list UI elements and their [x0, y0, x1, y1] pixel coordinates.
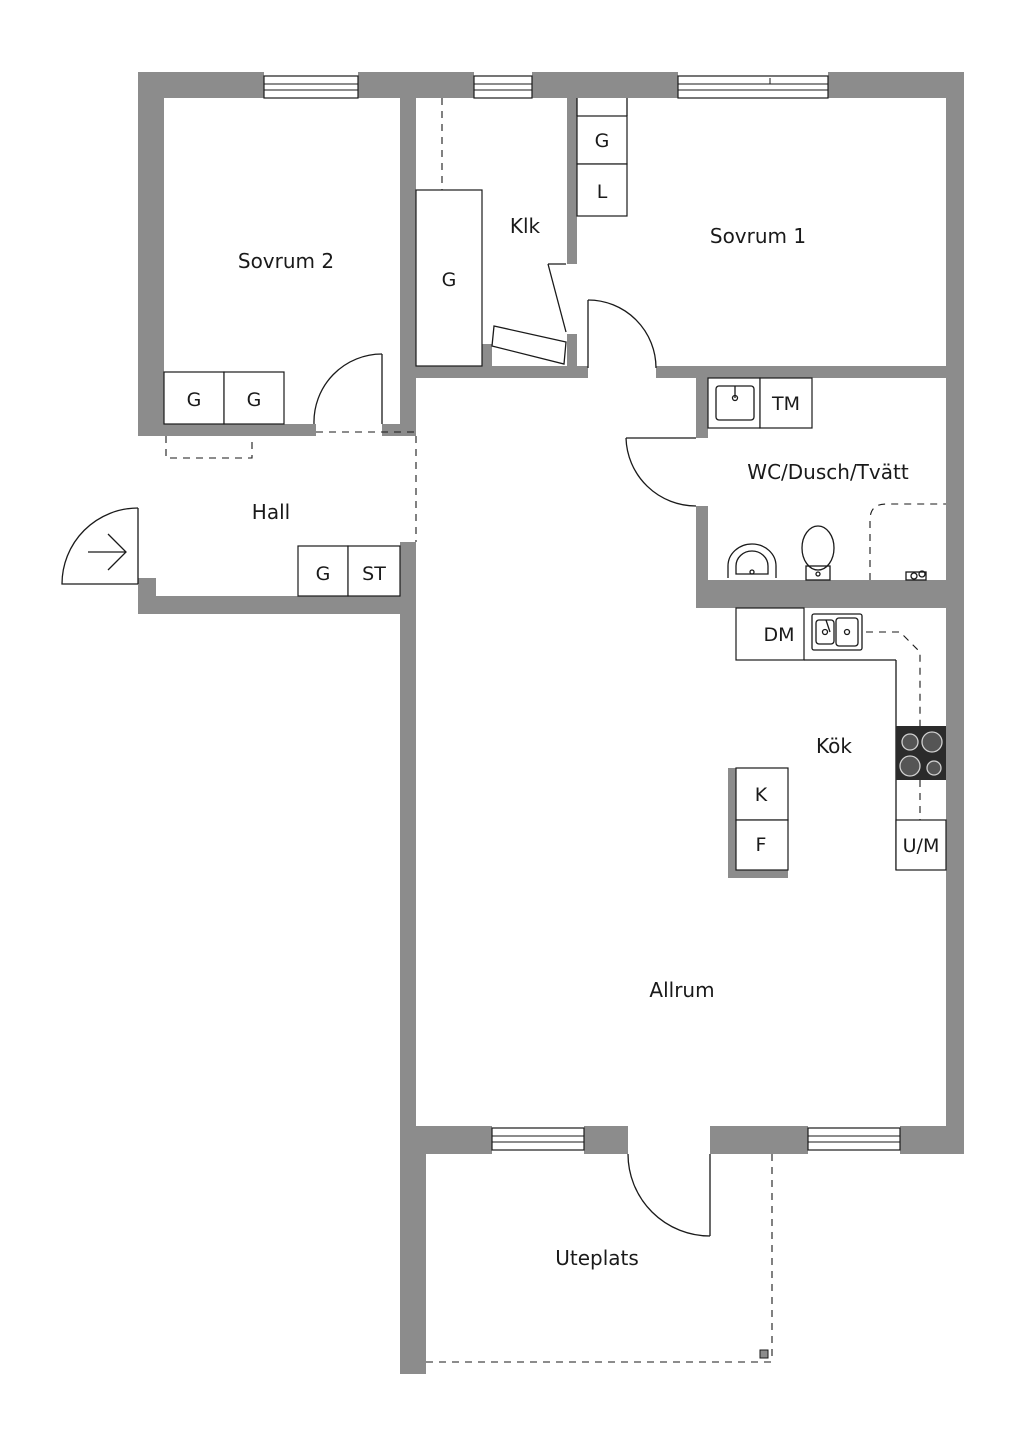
washing-machine: [759, 377, 813, 429]
fridge-label: K: [755, 784, 768, 806]
room-label-hall: Hall: [252, 500, 290, 524]
wardrobe-sov2-1-label: G: [187, 389, 202, 411]
dishwasher-label: DM: [763, 624, 794, 646]
wardrobe-sov2-2: [223, 371, 285, 425]
room-label-sovrum1: Sovrum 1: [710, 224, 806, 248]
window-sovrum1: [677, 75, 829, 99]
washbasin-icon: [727, 543, 777, 578]
wardrobe-klk-label: G: [442, 269, 457, 291]
door-sovrum1: [587, 299, 657, 369]
linen-cabinet-sov1-label: L: [597, 181, 608, 203]
linen-cabinet-sov1: [576, 163, 628, 217]
door-klk: [491, 263, 567, 365]
wardrobe-hall: [297, 545, 349, 597]
toilet-icon: [801, 525, 835, 581]
freezer: [735, 819, 789, 871]
door-wc: [625, 437, 697, 507]
cleaning-cabinet-hall: [347, 545, 401, 597]
dishwasher: [735, 607, 805, 661]
window-allrum-left: [491, 1127, 585, 1151]
room-labels: Sovrum 2 Klk Sovrum 1 Hall WC/Dusch/Tvät…: [238, 214, 909, 1270]
window-allrum-right: [807, 1127, 901, 1151]
cleaning-cabinet-hall-label: ST: [362, 563, 386, 585]
window-sovrum2: [263, 75, 359, 99]
fridge: [735, 767, 789, 821]
room-label-wc: WC/Dusch/Tvätt: [747, 460, 909, 484]
washing-machine-label: TM: [771, 393, 800, 415]
shower-mixer-icon: [905, 570, 927, 581]
wardrobe-klk: [415, 189, 483, 367]
wardrobe-sov1-label: G: [595, 130, 610, 152]
dashed-lines: [165, 98, 946, 1363]
kitchen-sink-icon: [811, 613, 863, 651]
door-uteplats: [627, 1153, 711, 1237]
stove-icon: [896, 726, 946, 780]
room-label-sovrum2: Sovrum 2: [238, 249, 334, 273]
wardrobe-sov2-2-label: G: [247, 389, 262, 411]
room-label-allrum: Allrum: [649, 978, 714, 1002]
window-klk: [473, 75, 533, 99]
room-label-uteplats: Uteplats: [555, 1246, 639, 1270]
doors: [61, 263, 711, 1237]
windows: [263, 75, 901, 1151]
wardrobe-hall-label: G: [316, 563, 331, 585]
oven-microwave-label: U/M: [903, 835, 940, 857]
entry-door: [61, 507, 139, 585]
freezer-label: F: [756, 834, 767, 856]
corner-post: [759, 1349, 769, 1359]
wardrobe-sov1: [576, 115, 628, 165]
walls: [138, 72, 964, 1374]
fixtures: G G G G L G ST TM: [163, 98, 947, 1359]
wardrobe-sov2-1: [163, 371, 225, 425]
oven-microwave: [895, 819, 947, 871]
room-label-kok: Kök: [816, 734, 852, 758]
door-sovrum2: [313, 353, 383, 425]
room-label-klk: Klk: [510, 214, 541, 238]
